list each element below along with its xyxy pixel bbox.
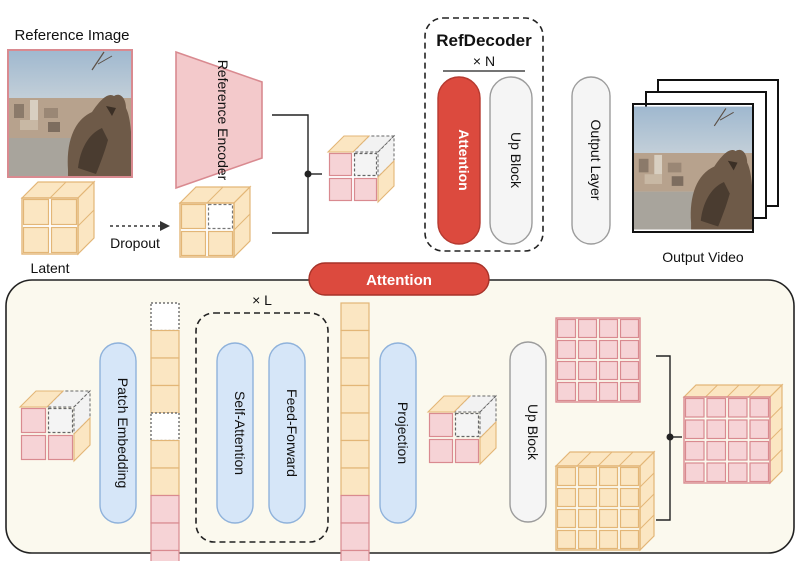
dropout-arrow (110, 221, 170, 231)
dropout-label: Dropout (110, 235, 160, 251)
refdecoder-title: RefDecoder (436, 31, 532, 50)
up-block-detail: Up Block (509, 341, 547, 523)
attention-block: Attention (437, 76, 481, 245)
svg-text:Projection: Projection (395, 402, 411, 464)
output-feature-cube (682, 383, 784, 485)
svg-text:Attention: Attention (366, 272, 432, 289)
svg-text:Patch Embedding: Patch Embedding (115, 378, 131, 489)
reference-image-label: Reference Image (14, 27, 129, 44)
transformer-box (195, 312, 329, 543)
dropped-latent-cube (178, 185, 252, 259)
panel-input-cube (18, 389, 92, 463)
svg-text:Self-Attention: Self-Attention (232, 391, 248, 475)
output-video (632, 79, 779, 233)
output-merge-bracket (656, 355, 682, 521)
latent-cube (20, 180, 96, 256)
combined-latent-cube (326, 134, 396, 204)
feed-forward-block: Feed-Forward (268, 342, 306, 524)
refdecoder-repeat: × N (473, 53, 495, 69)
svg-text:Up Block: Up Block (508, 132, 524, 189)
transformer-repeat: × L (252, 292, 272, 308)
reference-image (7, 49, 133, 178)
token-column-input (150, 302, 180, 561)
svg-text:Up Block: Up Block (525, 404, 541, 461)
latent-label: Latent (31, 260, 70, 276)
yellow-grid-cube (554, 450, 656, 552)
patch-embedding-block: Patch Embedding (99, 342, 137, 524)
reference-encoder-label: Reference Encoder (215, 60, 231, 181)
reference-encoder: Reference Encoder (175, 50, 263, 190)
svg-text:Attention: Attention (456, 129, 472, 190)
up-block: Up Block (489, 76, 533, 245)
svg-text:Feed-Forward: Feed-Forward (284, 389, 300, 477)
svg-text:Output Layer: Output Layer (588, 120, 604, 201)
merge-bracket (272, 114, 322, 234)
self-attention-block: Self-Attention (216, 342, 254, 524)
projected-cube (426, 394, 498, 466)
projection-block: Projection (379, 342, 417, 524)
pink-grid (555, 317, 641, 403)
output-video-label: Output Video (662, 249, 744, 265)
output-layer: Output Layer (571, 76, 611, 245)
token-column-output (340, 302, 370, 561)
attention-tab: Attention (308, 262, 490, 296)
refdecoder-box (424, 17, 544, 252)
